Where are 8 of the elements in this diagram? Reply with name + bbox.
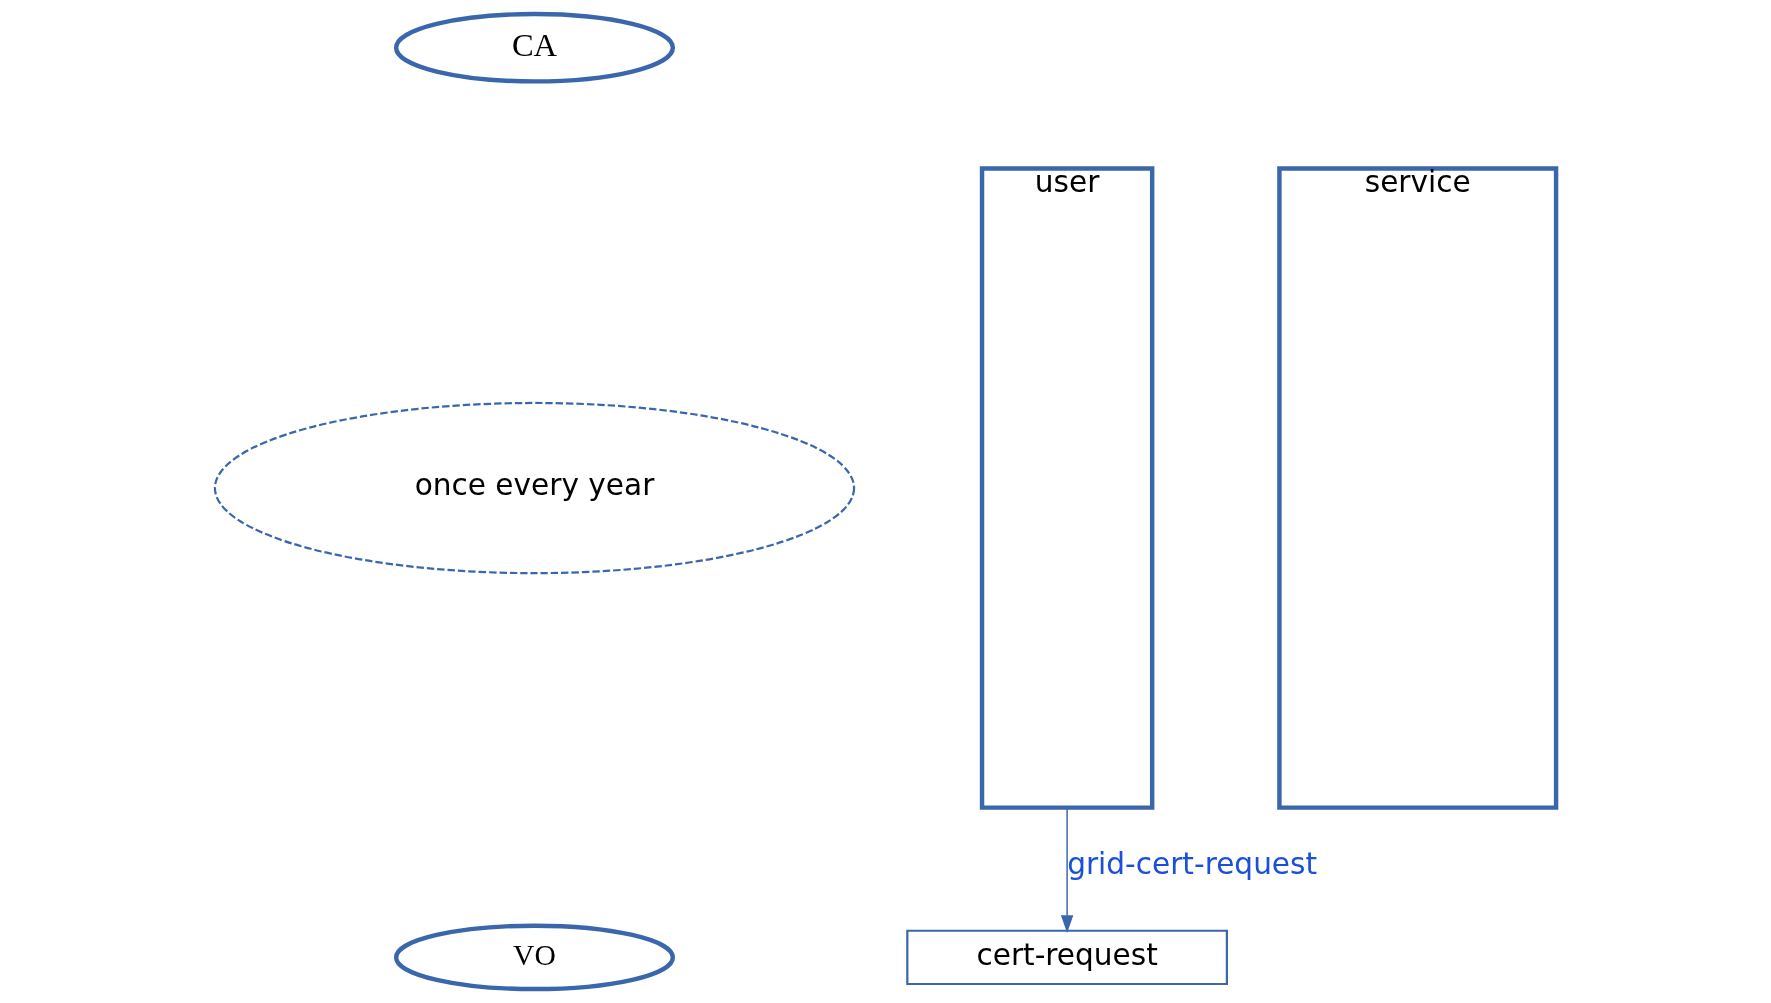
node-ellipse: CA: [393, 11, 676, 84]
node-ellipse: VO: [393, 923, 676, 992]
node-box: service: [1277, 166, 1559, 810]
node-ellipse: once every year: [213, 401, 856, 575]
edge-label: grid-cert-request: [1067, 847, 1318, 882]
node-box: cert-request: [906, 929, 1228, 986]
node-box: user: [979, 166, 1155, 810]
arrow: [1060, 806, 1074, 933]
